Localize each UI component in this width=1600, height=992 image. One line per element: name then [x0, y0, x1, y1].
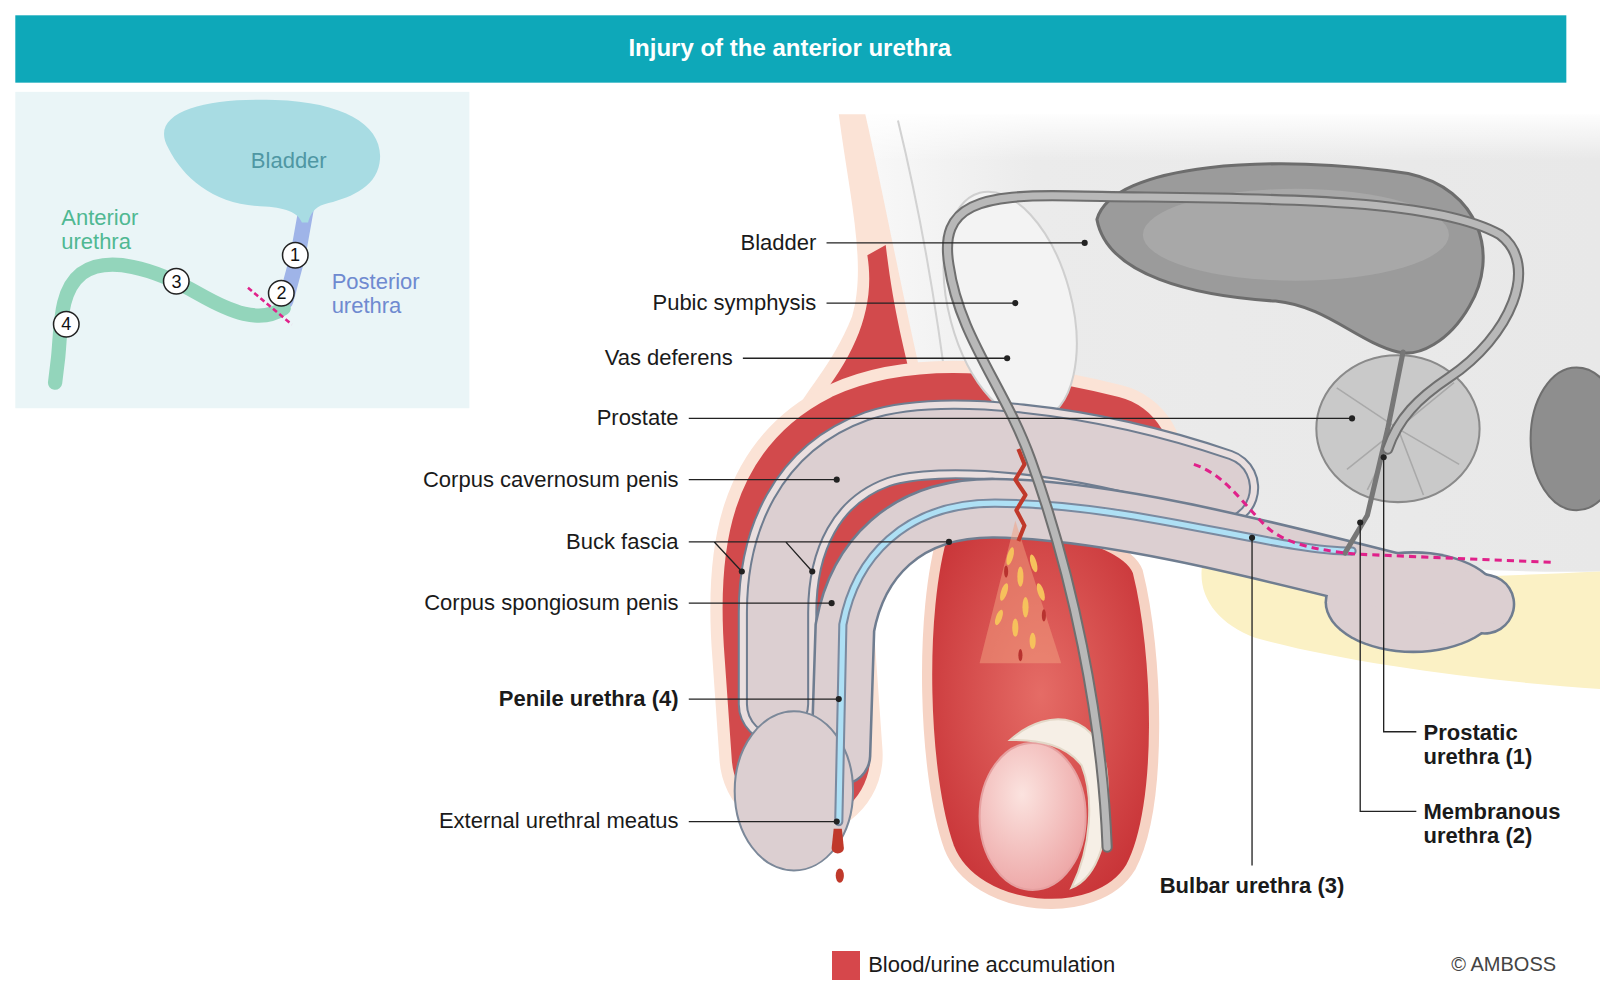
part-label: External urethral meatus: [439, 809, 679, 833]
callout-circle: 2: [267, 279, 296, 308]
callout-ring: [282, 242, 308, 268]
part-label: Buck fascia: [566, 530, 679, 554]
boundary-dash: [1194, 464, 1551, 562]
callout-circle: 1: [281, 241, 310, 270]
callout-number: 3: [172, 273, 182, 291]
leader-dot: [1249, 535, 1255, 541]
prostatic-urethra: [1345, 352, 1403, 553]
prostate-lobules: [1337, 383, 1459, 495]
leader-line: [689, 821, 837, 822]
callout-ring: [269, 280, 295, 306]
part-label: Prostatic urethra (1): [1423, 721, 1583, 769]
organ-label: Bladder: [251, 148, 327, 174]
title-text: Injury of the anterior urethra: [628, 34, 951, 62]
leader-dot: [1004, 355, 1010, 361]
leader-line: [1384, 457, 1417, 732]
leader-dot: [1082, 240, 1088, 246]
blood-drop: [836, 869, 844, 883]
legend-entry: Blood/urine accumulation: [832, 951, 1116, 980]
scrotum: [927, 523, 1154, 904]
part-label: Vas deferens: [605, 346, 733, 370]
leader-lines: [689, 243, 1417, 866]
region-label: Posterior urethra: [332, 270, 452, 318]
watermark: © AMBOSS: [1451, 952, 1556, 976]
leader-line: [827, 302, 1016, 303]
urine-drop: [993, 609, 1004, 626]
part-label: Corpus spongiosum penis: [424, 591, 678, 615]
leader-line: [743, 358, 1007, 359]
bladder-shape: Bladder: [155, 97, 383, 225]
title-band: [15, 15, 1566, 82]
leader-dot: [1381, 454, 1387, 460]
inset-panel: [15, 92, 469, 408]
leader-line: [827, 242, 1085, 243]
corpus-spongiosum: [841, 508, 1485, 755]
bladder-fill: [164, 100, 380, 223]
part-label: Pubic symphysis: [652, 291, 816, 315]
urine-spray: [993, 547, 1046, 662]
leader-dot: [829, 600, 835, 606]
leader-dot: [946, 539, 952, 545]
urine-drop: [1012, 618, 1018, 636]
urine-drop: [1022, 597, 1028, 617]
callout-circle: 4: [52, 310, 81, 339]
blood-drop: [1004, 565, 1008, 577]
callout-circle: 3: [162, 267, 191, 296]
part-label: Bulbar urethra (3): [1160, 874, 1345, 898]
urine-drop: [1017, 566, 1023, 586]
leader-line: [1360, 523, 1416, 812]
leader-dot: [1357, 519, 1363, 525]
meatal-blood: [832, 829, 844, 854]
callout-ring: [54, 312, 80, 338]
leader-dot: [836, 696, 842, 702]
legend-text: Blood/urine accumulation: [868, 952, 1115, 978]
leader-dot: [739, 568, 745, 574]
part-label: Bladder: [740, 231, 816, 255]
extravasation: [980, 520, 1062, 663]
urethra-wall: [839, 503, 1352, 821]
blood-drop: [1042, 609, 1046, 621]
part-label: Penile urethra (4): [499, 687, 679, 711]
top-fade: [837, 110, 1600, 161]
urine-drop: [1028, 554, 1039, 573]
leader-line: [689, 418, 1352, 419]
legend-swatch: [832, 951, 861, 980]
callout-number: 4: [61, 315, 71, 333]
leader-dot: [834, 477, 840, 483]
leader-dot: [809, 568, 815, 574]
region-label: Anterior urethra: [61, 206, 181, 254]
part-label: Corpus cavernosum penis: [423, 468, 679, 492]
urine-drop: [1005, 547, 1016, 566]
urine-drop: [1030, 633, 1036, 649]
part-label: Prostate: [597, 406, 679, 430]
leader-line: [689, 698, 839, 699]
callout-number: 2: [277, 284, 287, 302]
part-label: Membranous urethra (2): [1423, 800, 1583, 848]
leader-line: [1251, 538, 1252, 866]
leader-dot: [1349, 415, 1355, 421]
anterior-urethra: [55, 265, 284, 383]
leader-dot: [1012, 300, 1018, 306]
leader-dot: [834, 819, 840, 825]
blood-drop: [1018, 649, 1022, 661]
leader-line: [689, 602, 832, 603]
callout-number: 1: [290, 246, 300, 264]
rectum: [1531, 367, 1600, 510]
leader-line: [689, 542, 949, 572]
urine-drop: [1035, 582, 1046, 601]
pubic-symphysis: [921, 177, 1100, 435]
testis: [980, 743, 1086, 890]
leader-line: [689, 479, 837, 480]
urethra: [839, 503, 1352, 821]
callout-ring: [164, 269, 190, 295]
urethral-tear: [1015, 449, 1025, 541]
leader-dots: [739, 240, 1387, 825]
urine-drop: [998, 582, 1009, 601]
